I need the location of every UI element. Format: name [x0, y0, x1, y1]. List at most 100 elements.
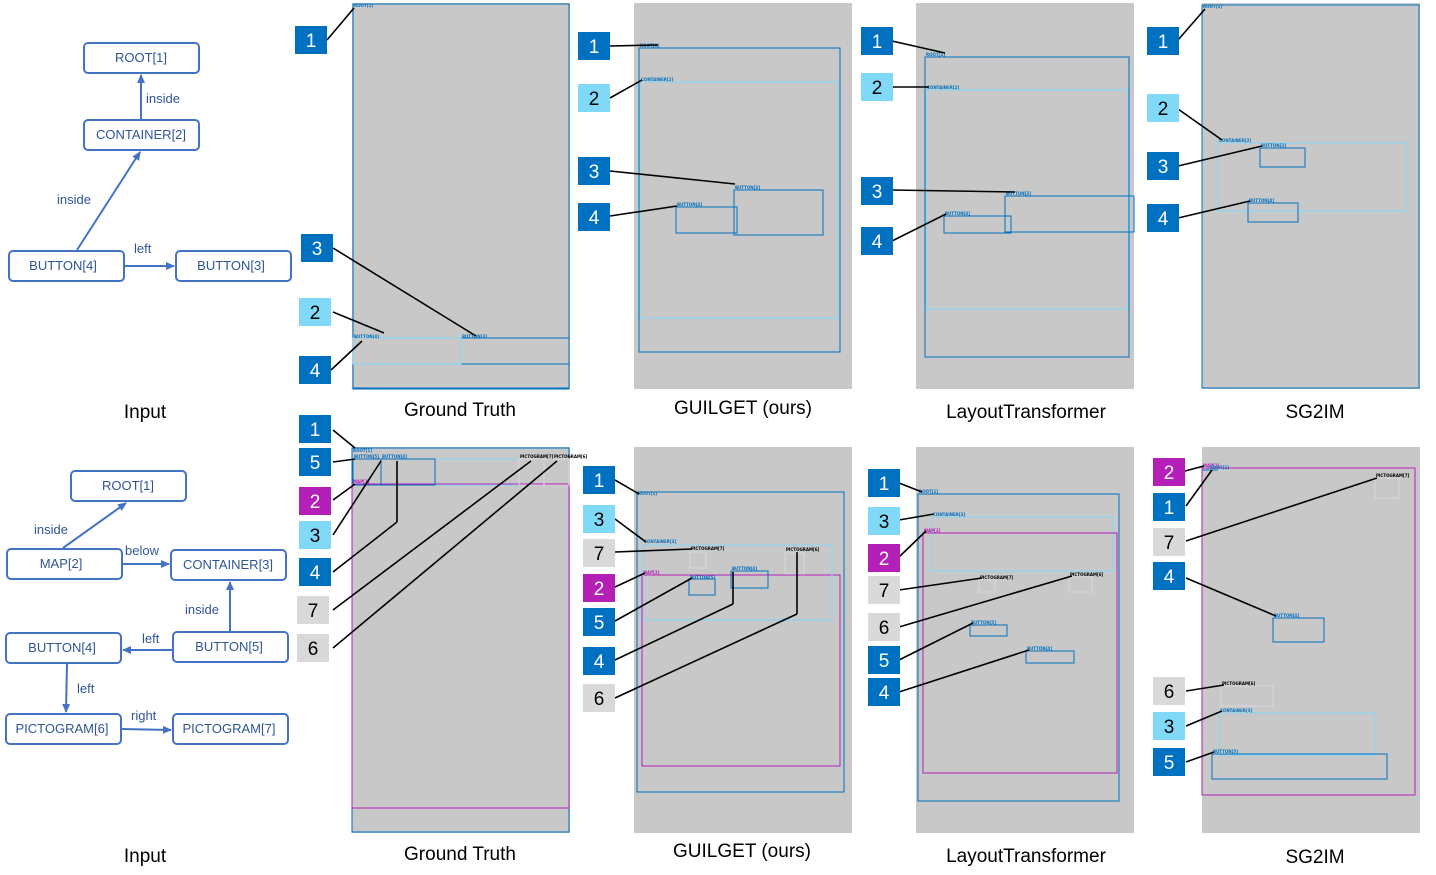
box-button3	[1259, 147, 1306, 168]
leader-line	[614, 613, 798, 699]
box-container	[642, 544, 833, 621]
badge-pictogram6	[1153, 677, 1185, 705]
badge-number: 1	[1164, 498, 1175, 519]
badge-number: 2	[1158, 99, 1169, 120]
badge-root	[299, 415, 331, 443]
leader-line	[332, 460, 382, 536]
row1-guilget-panel: ROOT[1] CONTAINER[2] BUTTON[3] BUTTON[4]…	[578, 3, 852, 389]
box-label: BUTTON[4]	[732, 566, 757, 571]
leader-line	[609, 170, 736, 185]
badge-root	[1147, 27, 1179, 55]
badge-number: 7	[308, 601, 319, 622]
graph-node-pictogram7-label: PICTOGRAM[7]	[183, 721, 276, 736]
box-root	[636, 491, 845, 793]
box-container	[639, 81, 839, 319]
graph-node-button3-label: BUTTON[3]	[197, 258, 265, 273]
box-root	[917, 493, 1120, 802]
badge-number: 3	[1158, 157, 1169, 178]
badge-pictogram7	[297, 596, 329, 624]
leader-line	[609, 205, 678, 217]
box-button4	[1247, 202, 1299, 223]
box-label: ROOT[1]	[919, 489, 938, 494]
box-root	[1201, 4, 1420, 389]
layout-canvas	[352, 447, 570, 833]
box-button4	[730, 570, 769, 589]
box-label: MAP[2]	[353, 479, 370, 484]
badge-number: 3	[310, 526, 321, 547]
badge-button4	[299, 558, 331, 586]
box-label: BUTTON[5]	[354, 454, 379, 459]
caption-ground-truth: Ground Truth	[404, 844, 516, 865]
box-pictogram7	[1374, 477, 1400, 499]
box-label: CONTAINER[3]	[644, 539, 676, 544]
badge-number: 3	[1164, 717, 1175, 738]
box-pictogram6	[1220, 685, 1274, 707]
box-label: PICTOGRAM[7]	[1376, 473, 1410, 478]
leader-line	[332, 247, 477, 337]
caption-input: Input	[124, 846, 167, 867]
graph-node-map-label: MAP[2]	[40, 556, 83, 571]
badge-number: 2	[594, 579, 605, 600]
graph-node-button5	[172, 631, 289, 663]
leader-line	[898, 513, 935, 521]
box-container	[1217, 142, 1407, 212]
badge-number: 1	[1158, 32, 1169, 53]
box-map	[641, 574, 841, 767]
badge-number: 5	[879, 651, 890, 672]
box-button5	[352, 458, 382, 486]
graph-node-pictogram6-label: PICTOGRAM[6]	[16, 721, 109, 736]
box-label: BUTTON[4]	[1249, 198, 1274, 203]
graph-edge-label: left	[134, 241, 152, 256]
box-label: BUTTON[4]	[1027, 646, 1052, 651]
box-label: MAP[2]	[1203, 463, 1220, 468]
leader-line	[332, 521, 398, 573]
badge-number: 1	[310, 420, 321, 441]
box-container	[931, 516, 1114, 572]
graph-node-button3	[175, 250, 292, 282]
badge-map	[299, 487, 331, 515]
badge-number: 2	[879, 549, 890, 570]
leader-line	[898, 482, 923, 493]
graph-edge-label: inside	[57, 192, 91, 207]
row1-layouttransformer-panel: ROOT[1] CONTAINER[2] BUTTON[3] BUTTON[4]…	[861, 3, 1135, 389]
caption-layouttransformer: LayoutTransformer	[946, 402, 1106, 423]
badge-number: 5	[594, 613, 605, 634]
box-label: BUTTON[3]	[1006, 191, 1031, 196]
badge-number: 1	[872, 32, 883, 53]
row1-scene-graph: ROOT[1] CONTAINER[2] BUTTON[4] BUTTON[3]…	[8, 42, 292, 282]
box-map	[351, 483, 570, 809]
box-label: ROOT[1]	[353, 448, 372, 453]
box-container	[1218, 712, 1376, 756]
leader-line	[1185, 684, 1225, 692]
caption-input: Input	[124, 402, 167, 423]
caption-guilget: GUILGET (ours)	[674, 398, 812, 419]
graph-node-root	[83, 42, 200, 74]
box-label: PICTOGRAM[6]	[1222, 681, 1256, 686]
box-label: CONTAINER[2]	[641, 77, 673, 82]
graph-edge-label: inside	[146, 91, 180, 106]
graph-edge-inside-map-root	[62, 502, 127, 549]
badge-root	[578, 32, 610, 60]
layout-canvas	[352, 3, 570, 389]
box-label: BUTTON[4]	[354, 334, 379, 339]
caption-ground-truth: Ground Truth	[404, 400, 516, 421]
box-button5	[688, 578, 716, 596]
badge-number: 4	[310, 361, 321, 382]
row1-ground-truth-panel: ROOT[1] BUTTON[4] BUTTON[3] 1 3 2 4	[295, 3, 570, 390]
badge-button4	[578, 203, 610, 231]
row2-layouttransformer-panel: ROOT[1] CONTAINER[3] MAP[2] PICTOGRAM[7]…	[868, 447, 1134, 833]
badge-number: 2	[1164, 463, 1175, 484]
graph-node-button4	[8, 250, 125, 282]
leader-line	[891, 40, 946, 54]
graph-node-button4	[5, 632, 122, 664]
badge-number: 1	[306, 31, 317, 52]
badge-button4	[583, 647, 615, 675]
box-button3	[733, 189, 824, 236]
badge-number: 2	[589, 89, 600, 110]
caption-layouttransformer: LayoutTransformer	[946, 846, 1106, 867]
badge-number: 4	[594, 652, 605, 673]
leader-line	[898, 649, 1030, 693]
badge-button3	[1147, 152, 1179, 180]
badge-number: 1	[594, 471, 605, 492]
box-label: MAP[2]	[643, 570, 660, 575]
